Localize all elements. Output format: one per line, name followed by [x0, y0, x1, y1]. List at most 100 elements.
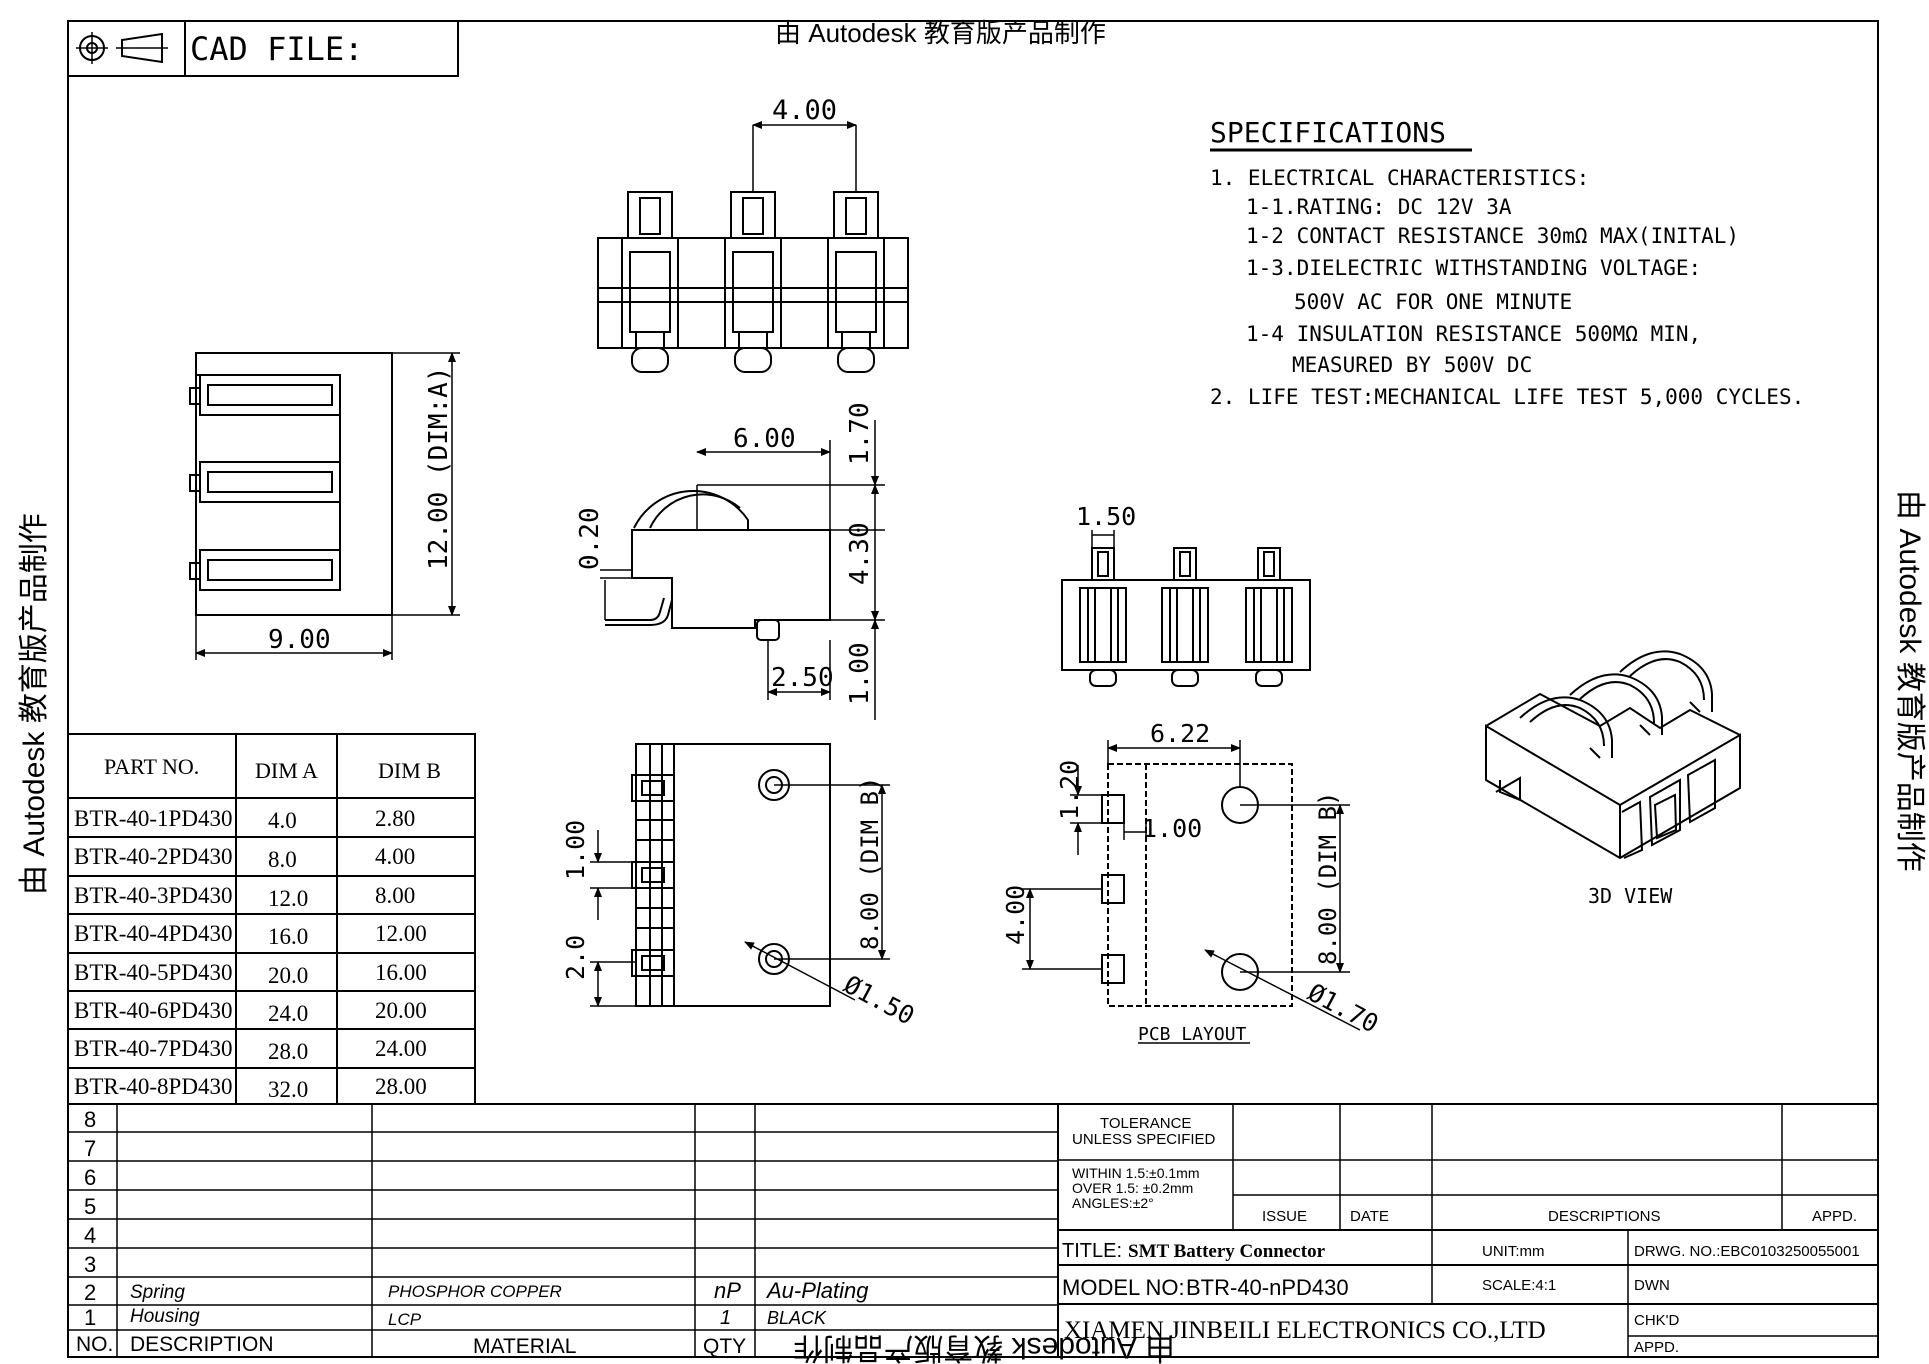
view-3d: [1485, 650, 1741, 860]
part-row-8-a: 32.0: [268, 1077, 308, 1102]
bottom-view: [590, 743, 890, 1007]
dim-width-9: 9.00: [268, 625, 331, 655]
bom-row-number: 4: [84, 1223, 96, 1248]
watermark-top: 由 Autodesk 教育版产品制作: [775, 18, 1106, 48]
bom-row2-finish: Au-Plating: [765, 1278, 869, 1303]
part-row-8-part: BTR-40-8PD430: [74, 1074, 232, 1099]
dim-pcb-120: 1.20: [1055, 760, 1084, 820]
bom-row2-material: PHOSPHOR COPPER: [388, 1282, 562, 1301]
bom-row-number: 3: [84, 1252, 96, 1277]
dim-side-020: 0.20: [575, 507, 605, 570]
dim-a-label: 12.00 (DIM:A): [424, 367, 454, 571]
part-row-3-part: BTR-40-3PD430: [74, 883, 232, 908]
dim-side-170: 1.70: [845, 402, 875, 465]
dim-bottom-dimb: 8.00 (DIM B): [856, 777, 884, 950]
spec-line-2: 1-1.RATING: DC 12V 3A: [1246, 195, 1512, 219]
part-row-4-a: 16.0: [268, 924, 308, 949]
appd-header: APPD.: [1812, 1208, 1857, 1225]
part-row-6-a: 24.0: [268, 1001, 308, 1026]
part-row-7-part: BTR-40-7PD430: [74, 1036, 232, 1061]
part-number-table: [67, 733, 476, 1105]
side-view: [600, 420, 885, 720]
view-3d-label: 3D VIEW: [1588, 884, 1673, 908]
descriptions-header: DESCRIPTIONS: [1548, 1208, 1661, 1225]
tolerance-sub: UNLESS SPECIFIED: [1072, 1131, 1216, 1148]
bom-footer-desc: DESCRIPTION: [130, 1333, 274, 1356]
dim-pcb-dimb: 8.00 (DIM B): [1314, 792, 1342, 965]
sheet-border: [67, 20, 1879, 1358]
part-row-7-a: 28.0: [268, 1039, 308, 1064]
bom-row1-desc: Housing: [130, 1306, 200, 1327]
title-block: [1058, 1104, 1878, 1357]
part-row-1-b: 2.80: [375, 806, 415, 831]
tolerance-line-2: OVER 1.5: ±0.2mm: [1072, 1180, 1193, 1196]
bom-row1-material: LCP: [388, 1310, 422, 1329]
spec-line-4: 1-3.DIELECTRIC WITHSTANDING VOLTAGE:: [1246, 256, 1701, 280]
title-label: TITLE:: [1062, 1240, 1122, 1262]
spec-line-1: 1. ELECTRICAL CHARACTERISTICS:: [1210, 166, 1589, 190]
part-row-7-b: 24.00: [375, 1036, 427, 1061]
part-table-header-dimb: DIM B: [378, 758, 441, 783]
dim-bottom-dia: Ø1.50: [839, 970, 919, 1031]
tolerance-line-1: WITHIN 1.5:±0.1mm: [1072, 1165, 1199, 1181]
pcb-layout-label: PCB LAYOUT: [1138, 1024, 1247, 1045]
drawing-number: DRWG. NO.:EBC0103250055001: [1634, 1243, 1860, 1260]
part-row-5-part: BTR-40-5PD430: [74, 960, 232, 985]
part-row-5-a: 20.0: [268, 963, 308, 988]
tolerance-line-3: ANGLES:±2°: [1072, 1195, 1154, 1211]
part-row-4-b: 12.00: [375, 921, 427, 946]
dim-top-pitch: 4.00: [772, 95, 837, 126]
company-name: XIAMEN JINBEILI ELECTRONICS CO.,LTD: [1064, 1317, 1546, 1344]
dim-side-250: 2.50: [771, 663, 834, 693]
model-value: BTR-40-nPD430: [1186, 1275, 1349, 1300]
projection-symbol-icon: [76, 32, 168, 64]
dim-front-150: 1.50: [1076, 502, 1136, 531]
part-row-3-b: 8.00: [375, 883, 415, 908]
dim-bottom-100: 1.00: [561, 820, 590, 880]
part-table-header-dima: DIM A: [255, 758, 318, 783]
dwn-label: DWN: [1634, 1277, 1670, 1294]
appd-label: APPD.: [1634, 1339, 1679, 1356]
part-row-4-part: BTR-40-4PD430: [74, 921, 232, 946]
pcb-layout: [1022, 740, 1361, 1044]
dim-side-6: 6.00: [733, 424, 796, 454]
part-row-2-b: 4.00: [375, 844, 415, 869]
issue-header: ISSUE: [1262, 1208, 1307, 1225]
bom-row-number: 2: [84, 1280, 96, 1305]
specifications-block: SPECIFICATIONS 1. ELECTRICAL CHARACTERIS…: [1210, 116, 1804, 409]
title-value: SMT Battery Connector: [1128, 1241, 1326, 1262]
front-view: [1061, 530, 1311, 687]
part-row-1-a: 4.0: [268, 808, 297, 833]
spec-line-6: 1-4 INSULATION RESISTANCE 500MΩ MIN,: [1246, 322, 1701, 346]
cad-file-label: CAD FILE:: [190, 30, 363, 68]
spec-line-5: 500V AC FOR ONE MINUTE: [1294, 290, 1572, 314]
part-row-5-b: 16.00: [375, 960, 427, 985]
date-header: DATE: [1350, 1208, 1389, 1225]
dim-pcb-622: 6.22: [1150, 719, 1210, 748]
chkd-label: CHK'D: [1634, 1312, 1680, 1329]
spec-line-3: 1-2 CONTACT RESISTANCE 30mΩ MAX(INITAL): [1246, 224, 1739, 248]
bom-row-number: 7: [84, 1136, 96, 1161]
bom-row2-desc: Spring: [130, 1282, 185, 1303]
dim-pcb-dia: Ø1.70: [1303, 978, 1383, 1039]
bom-row2-qty: nP: [714, 1278, 741, 1303]
part-row-8-b: 28.00: [375, 1074, 427, 1099]
dim-side-100: 1.00: [845, 642, 875, 705]
bom-footer-material: MATERIAL: [473, 1335, 576, 1358]
spec-line-8: 2. LIFE TEST:MECHANICAL LIFE TEST 5,000 …: [1210, 385, 1804, 409]
part-row-2-part: BTR-40-2PD430: [74, 844, 232, 869]
bom-row-numbers: 8 7 6 5 4 3 2 1: [84, 1107, 96, 1330]
part-row-2-a: 8.0: [268, 847, 297, 872]
bom-row1-finish: BLACK: [767, 1308, 827, 1328]
top-view: [597, 121, 909, 373]
watermark-left: 由 Autodesk 教育版产品制作: [18, 513, 51, 895]
bom-table: [68, 1103, 1878, 1357]
tolerance-title: TOLERANCE: [1100, 1115, 1191, 1132]
specs-heading: SPECIFICATIONS: [1210, 116, 1446, 149]
dim-bottom-20: 2.0: [561, 935, 590, 980]
bom-footer-no: NO.: [76, 1333, 113, 1356]
part-row-3-a: 12.0: [268, 886, 308, 911]
spec-line-7: MEASURED BY 500V DC: [1292, 353, 1532, 377]
model-label: MODEL NO:: [1062, 1275, 1185, 1300]
